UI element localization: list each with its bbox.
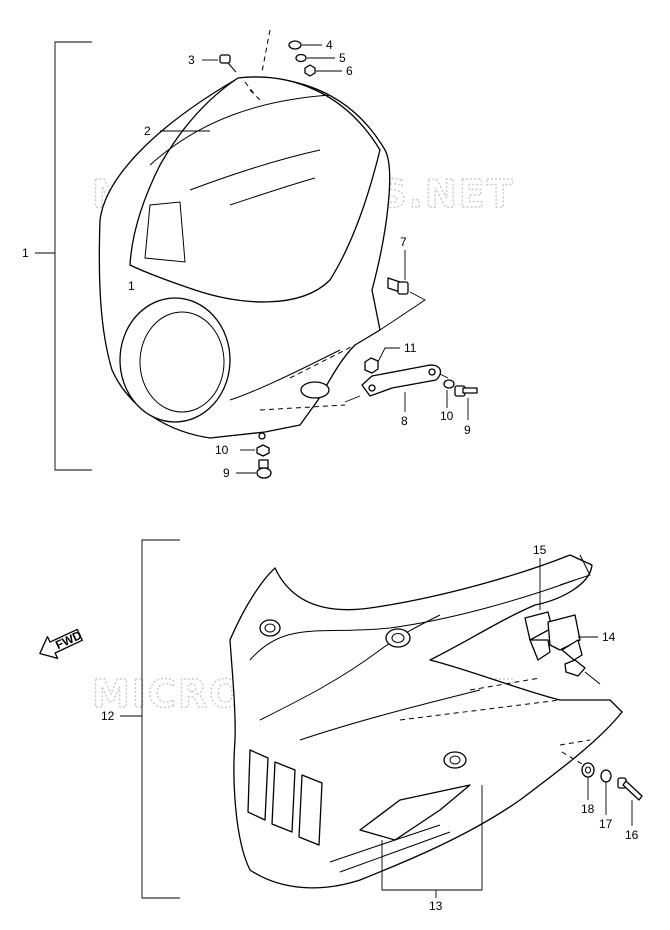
callout-17: 17 [599,817,613,831]
washer-4 [288,40,302,50]
callout-15: 15 [533,543,547,557]
washer-10-right [443,379,455,389]
bolt-7 [387,277,409,295]
guide-7 [379,291,426,331]
guide-8 [344,395,361,403]
callout-14: 14 [602,630,616,644]
guide-18 [561,751,583,765]
washer-5 [295,53,307,63]
part-13-bracket [381,785,483,891]
headlight-cowl: 1 [98,76,391,440]
callout-13: 13 [429,899,443,913]
callout-9-left: 9 [223,466,230,480]
fwd-arrow: FWD [39,628,84,660]
leader-11 [377,347,400,363]
callout-4: 4 [326,38,333,52]
bolt-9-right [454,385,478,397]
callout-1: 1 [22,246,29,260]
screw-16 [617,777,643,801]
washer-17 [600,769,612,783]
callout-7: 7 [400,235,407,249]
callout-2: 2 [144,124,151,138]
callout-3: 3 [188,53,195,67]
callout-10-right: 10 [440,409,454,423]
guide-top-2 [244,81,256,96]
callout-9-right: 9 [464,423,471,437]
callout-12: 12 [101,709,115,723]
guide-top [261,29,271,73]
bolt-9-left [256,459,272,479]
nut-6 [304,64,316,77]
callout-6: 6 [346,64,353,78]
fwd-label: FWD [53,628,84,652]
screw-3 [219,54,237,73]
washer-18 [581,762,595,778]
callout-8: 8 [401,414,408,428]
callout-18: 18 [581,802,595,816]
under-cowl [229,554,623,889]
callout-11: 11 [404,341,417,355]
guide-right [439,373,449,379]
assembly-1-bracket [54,41,92,471]
clip-14 [524,611,583,661]
screw-14-fastener [564,659,601,685]
callout-10-left: 10 [215,443,229,457]
bracket-8 [361,364,442,397]
assembly-12-bracket [141,539,180,899]
washer-10-left [256,444,270,457]
nut-11 [364,357,379,374]
callout-5: 5 [339,51,346,65]
mark-1: 1 [128,279,135,293]
callout-16: 16 [625,828,639,842]
